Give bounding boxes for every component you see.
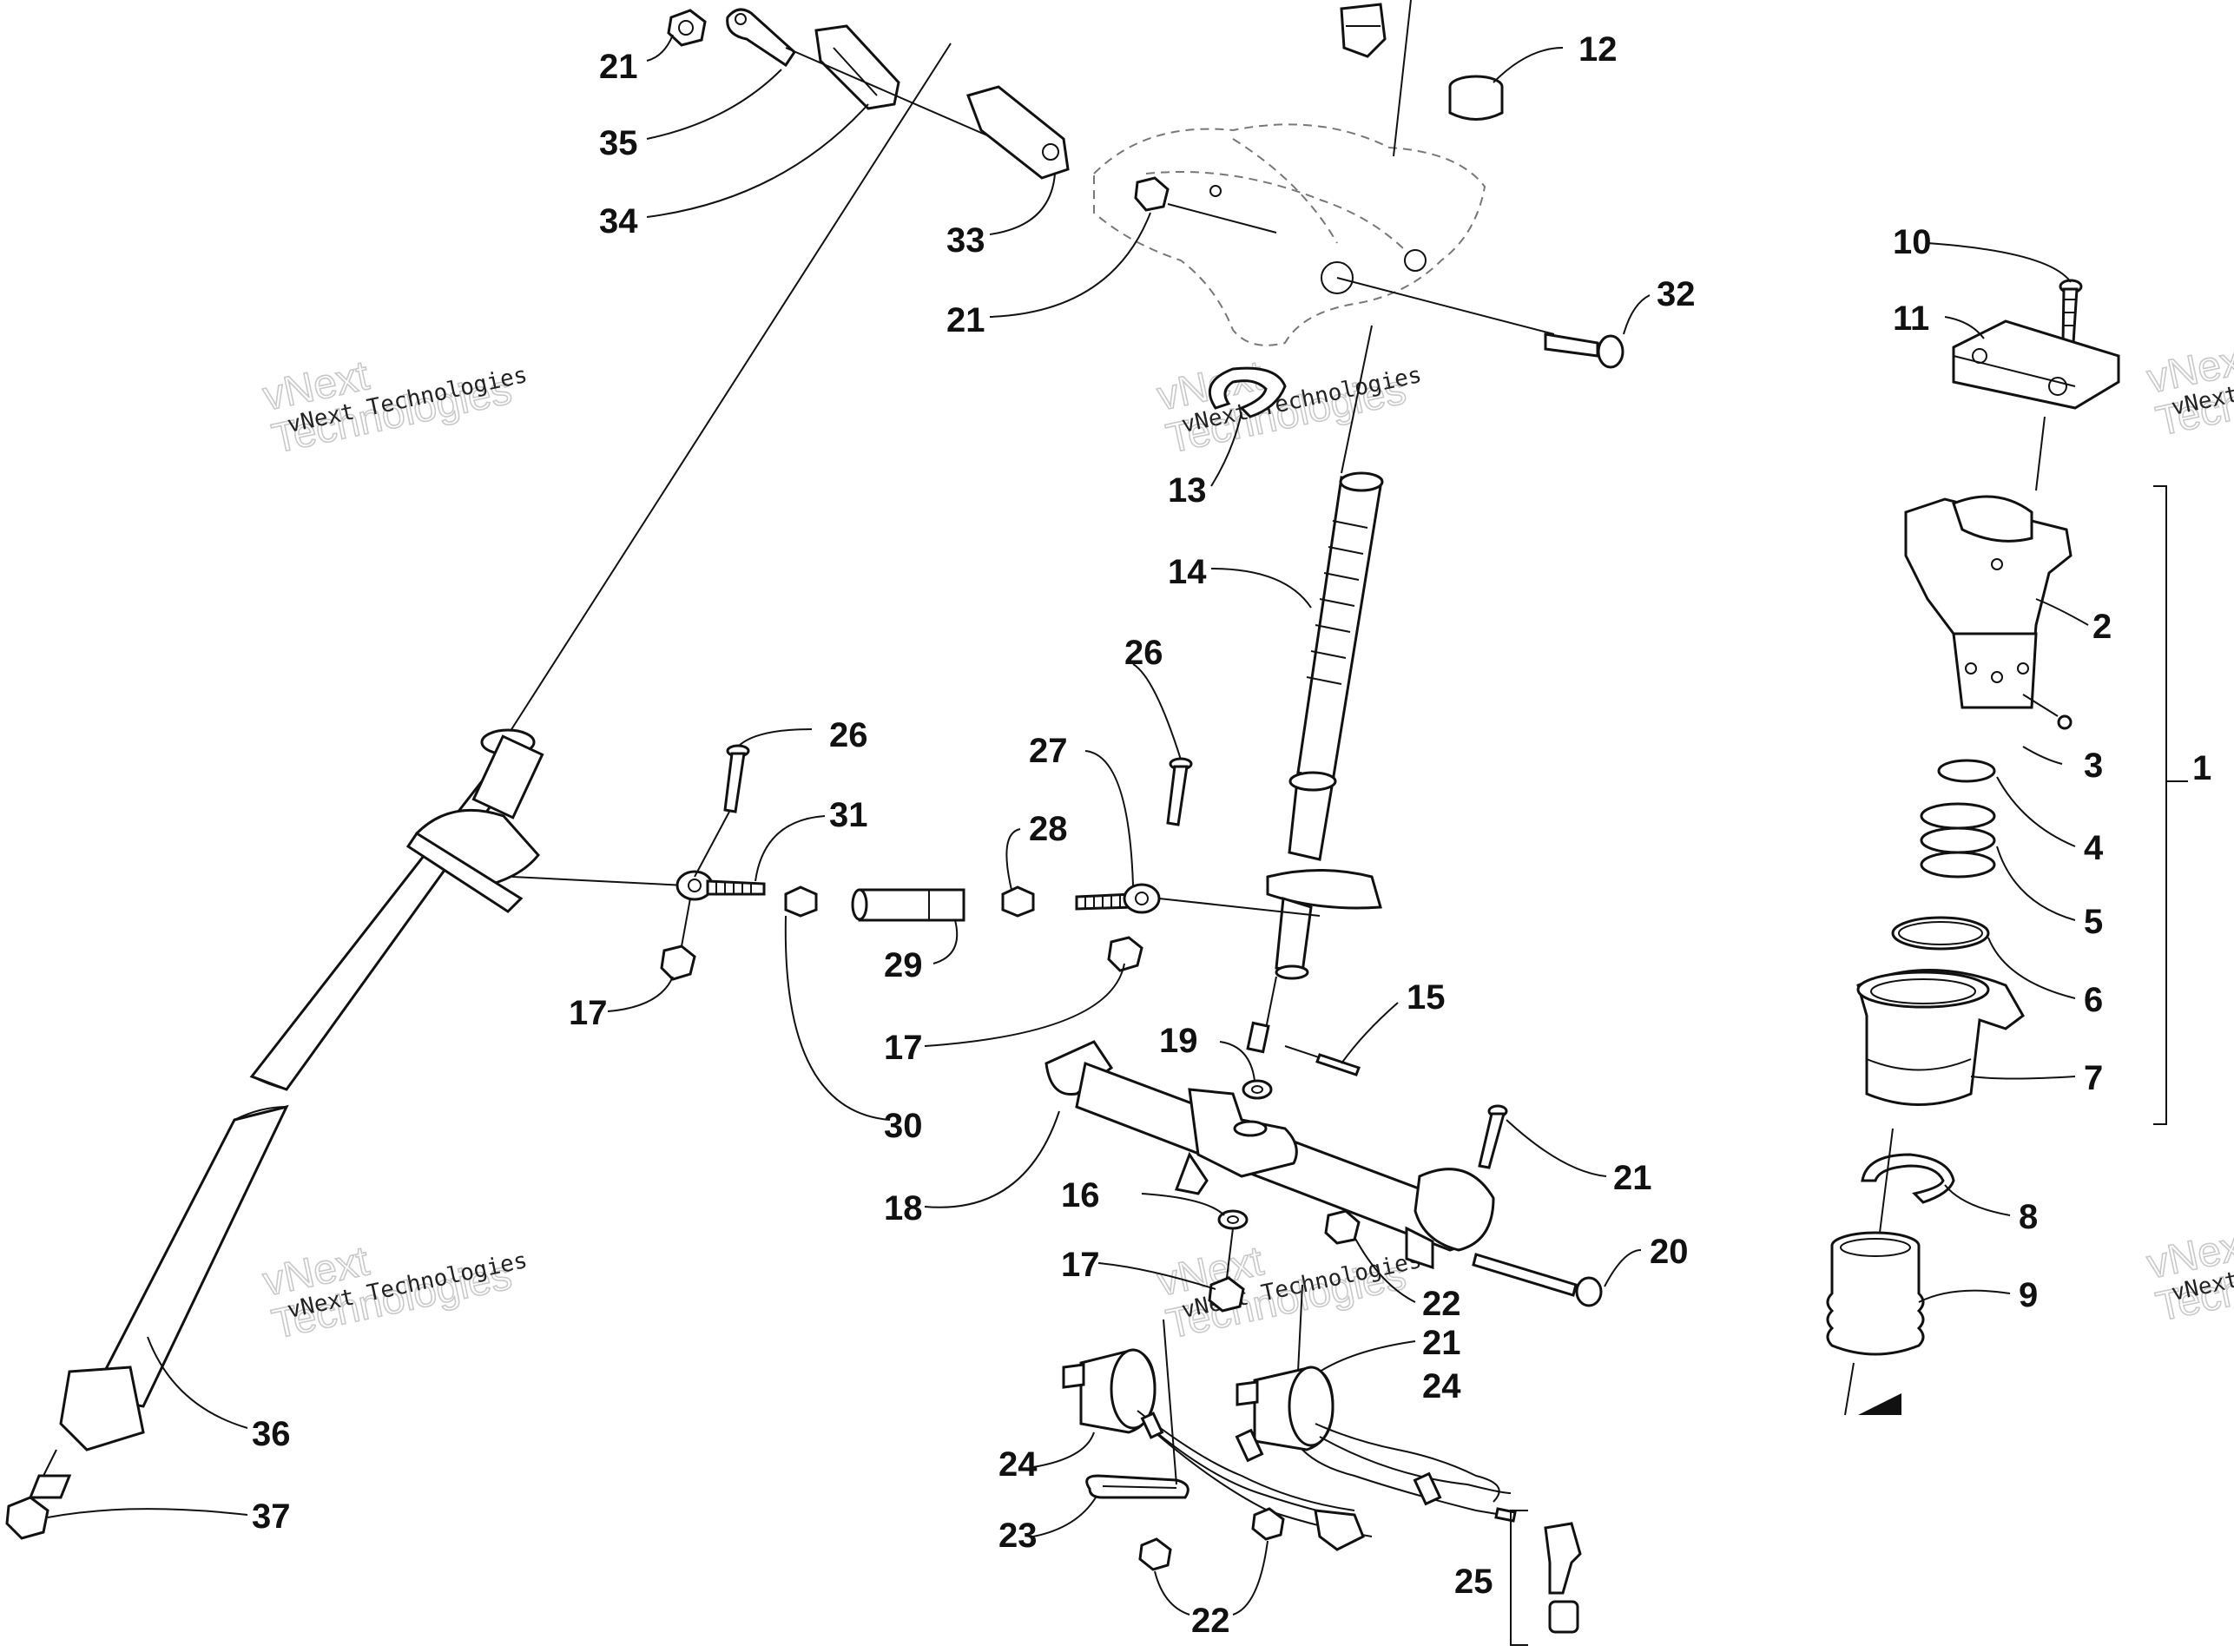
tie-rod-end-27 — [1075, 883, 1161, 914]
callout-1: 1 — [2192, 749, 2211, 787]
callout-13: 13 — [1168, 471, 1207, 510]
steering-support-18 — [1045, 1040, 1495, 1270]
steering-shaft-long — [28, 43, 952, 1499]
callout-6: 6 — [2084, 981, 2103, 1019]
callout-21: 21 — [1422, 1324, 1461, 1362]
callout-21: 21 — [946, 301, 985, 339]
direction-arrow — [1858, 1393, 1901, 1415]
bolt-32 — [1544, 332, 1624, 369]
callout-24: 24 — [998, 1445, 1038, 1484]
bolt-20 — [1472, 1253, 1603, 1307]
callout-29: 29 — [884, 946, 923, 984]
callout-26: 26 — [829, 716, 868, 754]
bolt-26-right — [1166, 757, 1193, 826]
nut-17-left — [660, 944, 696, 981]
nut-21-mid — [1134, 176, 1170, 212]
washer-19 — [1242, 1079, 1273, 1100]
spline-shaft-14 — [1246, 471, 1384, 1054]
nut-37 — [5, 1496, 49, 1540]
callout-22: 22 — [1191, 1602, 1230, 1640]
callout-37: 37 — [252, 1497, 291, 1536]
sleeve-29 — [851, 888, 965, 922]
callout-9: 9 — [2019, 1276, 2038, 1314]
motor-24-left — [1062, 1348, 1157, 1434]
callout-7: 7 — [2084, 1059, 2103, 1097]
connector-25 — [1544, 1522, 1582, 1634]
clip-12 — [1340, 3, 1387, 58]
nut-30 — [784, 885, 818, 918]
cap-12 — [1448, 75, 1504, 121]
callout-10: 10 — [1893, 223, 1932, 261]
callout-32: 32 — [1657, 275, 1696, 313]
callout-labels: 21 35 34 33 21 12 32 13 14 26 26 27 31 2… — [252, 30, 2211, 1640]
callout-8: 8 — [2019, 1198, 2038, 1236]
ring-6 — [1891, 916, 1990, 951]
tie-rod-end-31 — [675, 870, 766, 901]
boot-9 — [1826, 1231, 1925, 1356]
callout-21: 21 — [599, 48, 638, 86]
nut-17-lower — [1208, 1276, 1245, 1313]
wire-harness — [1137, 1410, 1517, 1551]
bracket-35 — [726, 8, 796, 68]
ball-3 — [2022, 694, 2073, 730]
nut-17-mid — [1107, 936, 1143, 972]
pin-15 — [1284, 1045, 1361, 1076]
bracket-25 — [1510, 1510, 1528, 1646]
callout-33: 33 — [946, 221, 985, 260]
callout-22: 22 — [1422, 1285, 1461, 1323]
motor-24-right — [1236, 1366, 1334, 1451]
callout-4: 4 — [2084, 829, 2104, 867]
callout-17: 17 — [1061, 1246, 1100, 1284]
nut-22-upper — [1324, 1209, 1361, 1245]
column-2 — [1904, 495, 2073, 709]
bolt-10 — [2059, 279, 2083, 345]
callout-21: 21 — [1613, 1159, 1652, 1197]
ring-4 — [1937, 759, 1996, 783]
callout-30: 30 — [884, 1107, 923, 1145]
callout-3: 3 — [2084, 747, 2103, 785]
callout-16: 16 — [1061, 1176, 1100, 1214]
spring-5 — [1920, 802, 1996, 879]
circlip-8 — [1861, 1153, 1955, 1204]
nut-21-top — [667, 9, 707, 47]
callout-19: 19 — [1159, 1022, 1198, 1060]
bracket-33 — [966, 85, 1070, 180]
callout-26: 26 — [1124, 634, 1163, 672]
callout-34: 34 — [599, 202, 638, 240]
housing-7 — [1856, 969, 2025, 1106]
callout-14: 14 — [1168, 553, 1207, 591]
callout-17: 17 — [884, 1029, 923, 1067]
callout-27: 27 — [1029, 732, 1068, 770]
callout-5: 5 — [2084, 903, 2103, 941]
callout-2: 2 — [2092, 608, 2112, 646]
callout-31: 31 — [829, 796, 868, 834]
bolt-26-left — [723, 744, 750, 813]
callout-28: 28 — [1029, 810, 1068, 848]
callout-11: 11 — [1893, 299, 1929, 338]
strap-23 — [1085, 1474, 1189, 1499]
steering-head-outline — [1093, 123, 1486, 346]
callout-23: 23 — [998, 1517, 1038, 1555]
nut-22-lower-left — [1138, 1537, 1172, 1571]
bracket-1 — [2153, 485, 2167, 1125]
callout-35: 35 — [599, 124, 638, 162]
callout-15: 15 — [1407, 978, 1446, 1017]
nut-22-lower-right — [1251, 1507, 1285, 1541]
callout-17: 17 — [569, 994, 608, 1032]
callout-12: 12 — [1578, 30, 1618, 69]
callout-20: 20 — [1650, 1233, 1689, 1271]
bolt-21-right — [1478, 1104, 1508, 1169]
cap-11 — [1952, 319, 2120, 410]
callout-24: 24 — [1422, 1367, 1461, 1405]
callout-36: 36 — [252, 1415, 291, 1453]
callout-25: 25 — [1454, 1563, 1493, 1601]
leader-lines — [47, 34, 2089, 1616]
nut-28 — [1001, 885, 1035, 918]
circlip-13 — [1208, 366, 1287, 418]
callout-18: 18 — [884, 1189, 923, 1227]
